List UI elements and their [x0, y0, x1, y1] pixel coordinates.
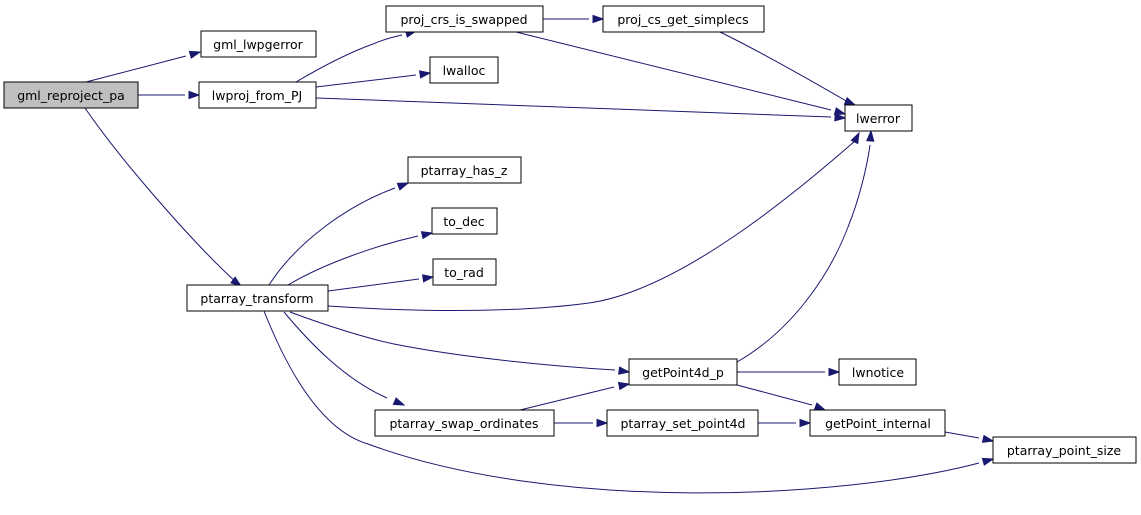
- node-label: ptarray_swap_ordinates: [389, 416, 538, 431]
- node-lwalloc[interactable]: lwalloc: [429, 56, 499, 84]
- edge-line: [315, 97, 832, 118]
- arrowhead: [833, 107, 847, 116]
- edge-line: [287, 235, 419, 286]
- node-ptarray-swap-ordinates[interactable]: ptarray_swap_ordinates: [374, 409, 555, 437]
- edge-getpoint4d-p-to-getpoint-internal: [736, 384, 827, 411]
- edge-line: [719, 31, 849, 103]
- edge-line: [736, 144, 871, 363]
- edge-line: [289, 311, 616, 371]
- arrowhead: [981, 457, 995, 466]
- arrowhead: [419, 70, 432, 79]
- arrowhead: [422, 274, 435, 283]
- arrowhead: [596, 418, 609, 428]
- node-label: ptarray_point_size: [1007, 443, 1122, 458]
- node-label: gml_lwpgerror: [213, 37, 304, 52]
- node-proj-crs-is-swapped[interactable]: proj_crs_is_swapped: [385, 5, 544, 33]
- edge-line: [84, 107, 238, 284]
- node-ptarray-has-z[interactable]: ptarray_has_z: [407, 156, 522, 184]
- arrowhead: [188, 90, 201, 100]
- node-getpoint4d-p[interactable]: getPoint4d_p: [628, 358, 738, 386]
- arrowhead: [828, 367, 841, 377]
- node-ptarray-transform[interactable]: ptarray_transform: [186, 284, 329, 312]
- edge-ptarray-transform-to-getpoint4d-p: [289, 311, 631, 375]
- arrowhead: [866, 129, 875, 142]
- edge-ptarray-transform-to-to-dec: [287, 231, 434, 286]
- arrowhead: [396, 182, 410, 191]
- edge-getpoint4d-p-to-lwnotice: [737, 367, 841, 377]
- arrowhead: [981, 434, 995, 443]
- edge-ptarray-set-point4d-to-getpoint-internal: [758, 418, 812, 428]
- node-label: getPoint_internal: [825, 416, 931, 431]
- edge-gml-reproject-pa-to-gml-lwpgerror: [85, 50, 202, 83]
- node-gml-lwpgerror[interactable]: gml_lwpgerror: [200, 30, 317, 58]
- arrowhead: [188, 50, 202, 59]
- node-label: ptarray_set_point4d: [621, 416, 746, 431]
- nodes-layer: gml_reproject_pa gml_lwpgerror lwproj_fr…: [3, 5, 1137, 464]
- node-label: proj_cs_get_simplecs: [617, 12, 748, 27]
- edge-lwproj-from-pj-to-lwerror: [315, 97, 847, 122]
- node-label: ptarray_transform: [200, 291, 313, 306]
- edge-ptarray-transform-to-ptarray-point-size: [263, 310, 995, 494]
- node-label: proj_crs_is_swapped: [400, 12, 527, 27]
- edge-proj-crs-is-swapped-to-lwerror: [515, 31, 847, 116]
- edge-getpoint-internal-to-ptarray-point-size: [944, 431, 995, 443]
- edge-proj-cs-get-simplecs-to-lwerror: [719, 31, 857, 106]
- node-label: lwalloc: [443, 63, 486, 78]
- edge-line: [283, 311, 388, 399]
- node-lwproj-from-pj[interactable]: lwproj_from_PJ: [198, 81, 317, 109]
- arrowhead: [834, 113, 847, 122]
- edge-line: [315, 74, 417, 88]
- node-lwnotice[interactable]: lwnotice: [838, 358, 917, 386]
- node-label: to_dec: [443, 214, 484, 229]
- edge-ptarray-transform-to-lwerror: [327, 131, 860, 311]
- edge-ptarray-transform-to-ptarray-swap-ordinates: [283, 311, 406, 406]
- edge-line: [268, 187, 396, 286]
- edge-ptarray-transform-to-to-rad: [327, 274, 435, 292]
- edge-ptarray-swap-ordinates-to-getpoint4d-p: [519, 381, 631, 411]
- node-ptarray-point-size[interactable]: ptarray_point_size: [992, 436, 1137, 464]
- edge-lwproj-from-pj-to-lwalloc: [315, 70, 432, 88]
- arrowhead: [799, 418, 812, 428]
- node-lwerror[interactable]: lwerror: [844, 104, 913, 132]
- edge-line: [944, 431, 980, 439]
- node-label: to_rad: [444, 265, 484, 280]
- edge-line: [295, 34, 403, 83]
- edge-line: [736, 384, 813, 406]
- edge-getpoint4d-p-to-lwerror: [736, 129, 875, 363]
- node-label: lwnotice: [852, 365, 905, 380]
- node-getpoint-internal[interactable]: getPoint_internal: [809, 409, 946, 437]
- arrowhead: [618, 366, 631, 375]
- edge-line: [327, 278, 420, 292]
- arrowhead: [592, 14, 605, 24]
- node-label: getPoint4d_p: [642, 365, 724, 380]
- edges-layer: [84, 14, 995, 494]
- node-ptarray-set-point4d[interactable]: ptarray_set_point4d: [606, 409, 759, 437]
- node-to-dec[interactable]: to_dec: [431, 207, 498, 235]
- edge-line: [85, 55, 187, 83]
- node-to-rad[interactable]: to_rad: [432, 258, 497, 286]
- edge-proj-crs-is-swapped-to-proj-cs-get-simplecs: [543, 14, 605, 24]
- arrowhead: [843, 96, 857, 106]
- node-proj-cs-get-simplecs[interactable]: proj_cs_get_simplecs: [602, 5, 765, 33]
- arrowhead: [420, 231, 434, 240]
- edge-line: [327, 140, 856, 311]
- node-label: lwproj_from_PJ: [212, 88, 302, 103]
- edge-line: [263, 310, 980, 494]
- node-label: gml_reproject_pa: [17, 88, 125, 103]
- edge-ptarray-swap-ordinates-to-ptarray-set-point4d: [554, 418, 609, 428]
- arrowhead: [617, 381, 631, 391]
- edge-gml-reproject-pa-to-lwproj-from-pj: [138, 90, 201, 100]
- edge-gml-reproject-pa-to-ptarray-transform: [84, 107, 243, 287]
- node-label: lwerror: [856, 111, 901, 126]
- node-label: ptarray_has_z: [421, 163, 508, 178]
- arrowhead: [813, 402, 827, 411]
- edge-line: [519, 386, 615, 411]
- arrowhead: [392, 397, 406, 406]
- node-gml-reproject-pa[interactable]: gml_reproject_pa: [3, 81, 139, 109]
- edge-ptarray-transform-to-ptarray-has-z: [268, 182, 410, 286]
- arrowhead: [230, 276, 243, 287]
- edge-line: [515, 31, 832, 111]
- arrowhead: [850, 131, 860, 145]
